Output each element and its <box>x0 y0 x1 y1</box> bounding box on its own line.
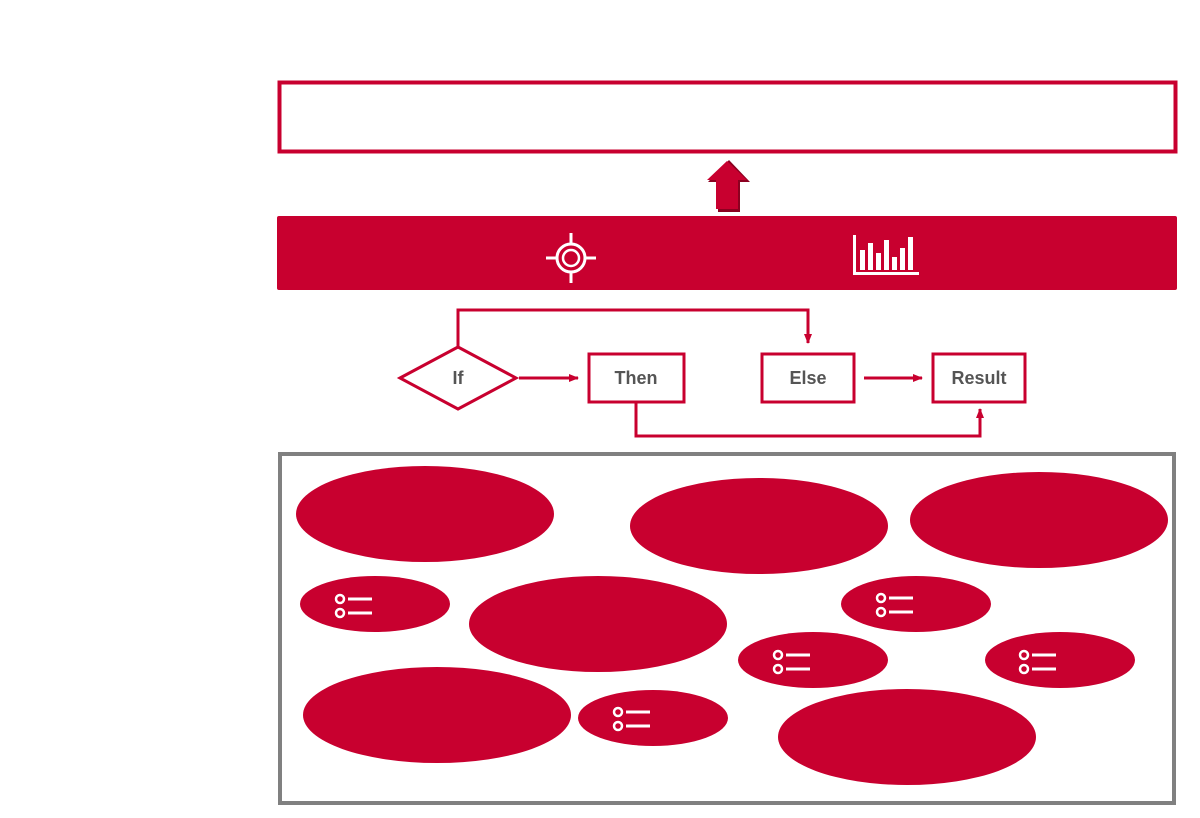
bar-chart-icon <box>853 235 919 275</box>
small-ellipse-item <box>985 632 1135 688</box>
large-ellipse <box>469 576 727 672</box>
then-node: Then <box>587 352 686 404</box>
top-box <box>277 80 1178 154</box>
small-ellipse-item <box>738 632 888 688</box>
result-node: Result <box>931 352 1027 404</box>
up-arrow-icon <box>707 160 750 212</box>
toolbar-band <box>277 216 1177 290</box>
large-ellipse <box>630 478 888 574</box>
small-ellipse-item <box>300 576 450 632</box>
then-to-result-connector <box>634 402 984 438</box>
large-ellipse <box>778 689 1036 785</box>
else-label: Else <box>789 368 826 388</box>
if-label: If <box>453 368 465 388</box>
large-ellipse <box>296 466 554 562</box>
small-ellipse-item <box>578 690 728 746</box>
result-label: Result <box>951 368 1006 388</box>
if-node: If <box>396 345 520 411</box>
if-to-else-connector <box>456 308 812 348</box>
small-ellipse-item <box>841 576 991 632</box>
large-ellipse <box>910 472 1168 568</box>
large-ellipses <box>296 466 1168 785</box>
then-label: Then <box>615 368 658 388</box>
else-node: Else <box>760 352 856 404</box>
flow-connectors <box>456 308 984 438</box>
target-icon <box>546 233 596 283</box>
large-ellipse <box>303 667 571 763</box>
